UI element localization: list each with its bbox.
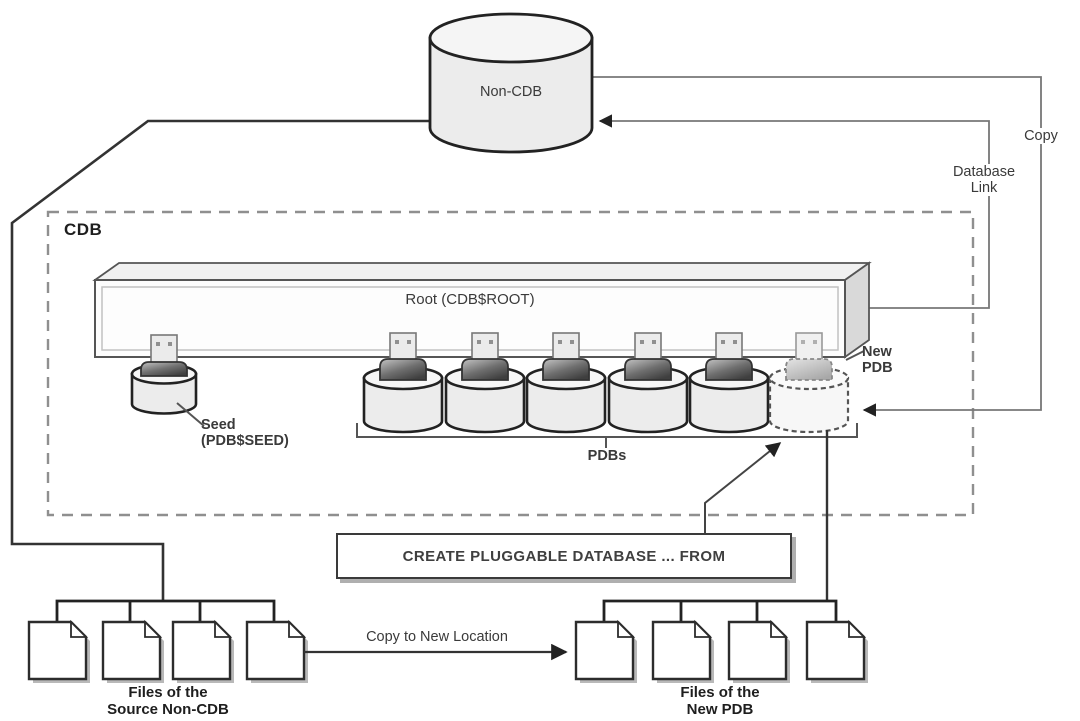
- non-cdb-cylinder: [428, 12, 594, 154]
- database-link-label: Database Link: [928, 164, 1040, 197]
- plug-pin: [156, 342, 160, 346]
- file-fold: [144, 619, 163, 638]
- new-files-tree: [602, 599, 838, 623]
- plug-body: [542, 358, 590, 381]
- new-pdb-label: New PDB: [862, 344, 893, 377]
- plug-body: [461, 358, 509, 381]
- create-statement-arrow: [704, 442, 782, 533]
- source-files-tree: [55, 599, 276, 623]
- root-box-side-face: [844, 261, 870, 359]
- file-fold: [617, 619, 636, 638]
- pdb-cylinder: [362, 332, 444, 434]
- pdbs-label: PDBs: [587, 448, 627, 464]
- plug-body: [785, 358, 833, 381]
- pdb-cylinder: [525, 332, 607, 434]
- pdb-cylinder: [444, 332, 526, 434]
- seed-label-pointer: [176, 402, 205, 427]
- plug-body: [705, 358, 753, 381]
- plug-body: [140, 361, 188, 377]
- seed-label: Seed (PDB$SEED): [201, 417, 289, 449]
- cylinder-top: [428, 12, 594, 64]
- database-link-connector-line: [598, 114, 990, 309]
- new-pdb-label-pointer: [845, 350, 865, 361]
- create-pluggable-database-statement-box: CREATE PLUGGABLE DATABASE ... FROM: [336, 533, 792, 579]
- database-cylinder-icon: [768, 376, 850, 434]
- database-cylinder-icon: [428, 36, 594, 154]
- database-cylinder-icon: [362, 376, 444, 434]
- file-fold: [288, 619, 307, 638]
- plug-body: [624, 358, 672, 381]
- copy-to-new-location-label: Copy to New Location: [366, 629, 508, 645]
- new-pdb-cylinder: [768, 332, 850, 434]
- database-cylinder-icon: [525, 376, 607, 434]
- plug-pin: [407, 340, 411, 344]
- database-cylinder-icon: [444, 376, 526, 434]
- plug-pin: [801, 340, 805, 344]
- file-fold: [694, 619, 713, 638]
- database-cylinder-icon: [688, 376, 770, 434]
- copy-connector-line: [592, 76, 1042, 417]
- source-files-group: [27, 619, 308, 683]
- plug-icon: [150, 334, 178, 367]
- plug-pin: [733, 340, 737, 344]
- plug-pin: [570, 340, 574, 344]
- plug-pin: [558, 340, 562, 344]
- pdb-cylinder: [688, 332, 770, 434]
- root-box-top-face: [92, 262, 872, 281]
- file-fold: [214, 619, 233, 638]
- pdb-cylinders-group: [362, 332, 770, 434]
- create-pluggable-database-statement: CREATE PLUGGABLE DATABASE ... FROM: [402, 547, 726, 565]
- plug-body: [379, 358, 427, 381]
- copy-label: Copy: [1008, 128, 1074, 145]
- plug-pin: [489, 340, 493, 344]
- plug-pin: [652, 340, 656, 344]
- new-files-group: [574, 619, 868, 683]
- files-of-new-pdb-label: Files of the New PDB: [680, 684, 760, 718]
- plug-pin: [395, 340, 399, 344]
- files-of-source-non-cdb-label: Files of the Source Non-CDB: [107, 684, 229, 718]
- seed-pdb: [130, 334, 198, 415]
- database-cylinder-icon: [130, 372, 198, 415]
- cdb-label: CDB: [64, 220, 103, 239]
- plug-pin: [168, 342, 172, 346]
- file-fold: [770, 619, 789, 638]
- plug-pin: [813, 340, 817, 344]
- cdb-dashed-container: [46, 210, 975, 517]
- pdbs-bracket: [356, 423, 858, 448]
- root-box-inner-border: [101, 286, 839, 351]
- plug-pin: [640, 340, 644, 344]
- root-label: Root (CDB$ROOT): [405, 291, 535, 308]
- database-cylinder-icon: [607, 376, 689, 434]
- pdb-cylinder: [607, 332, 689, 434]
- noncdb-to-source-files-line: [10, 119, 431, 602]
- file-fold: [70, 619, 89, 638]
- plug-pin: [477, 340, 481, 344]
- non-cdb-label: Non-CDB: [479, 84, 543, 100]
- file-fold: [848, 619, 867, 638]
- plug-pin: [721, 340, 725, 344]
